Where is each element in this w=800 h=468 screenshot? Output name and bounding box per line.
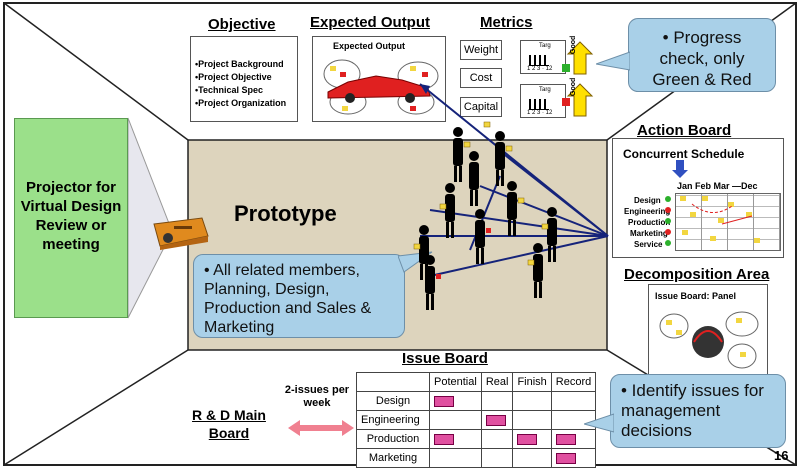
issue-card [434, 433, 454, 445]
issue-cell [480, 391, 514, 411]
table-row: Design [356, 391, 597, 411]
issue-table-header-real: Real [480, 372, 514, 392]
issue-table-header-potential: Potential [429, 372, 482, 392]
double-arrow-icon [288, 420, 354, 436]
issue-cell [480, 448, 514, 468]
issue-table-header-record: Record [550, 372, 597, 392]
objective-item: •Project Background [195, 59, 284, 69]
issue-card [555, 433, 576, 445]
schedule-row-design: Design [634, 196, 661, 205]
prototype-label: Prototype [234, 201, 337, 226]
issue-row-label: Engineering [356, 410, 430, 430]
issue-cell [512, 448, 552, 468]
members-callout-text: • All related members, Planning, Design,… [204, 262, 372, 336]
concurrent-schedule-title: Concurrent Schedule [623, 147, 745, 161]
schedule-months: Jan Feb Mar —Dec [677, 181, 758, 191]
good-arrows-icon [562, 41, 594, 117]
issue-card [485, 414, 506, 426]
table-row: Production [356, 429, 597, 449]
issue-cell [512, 391, 552, 411]
objective-box: •Project Background •Project Objective •… [190, 36, 298, 122]
objective-item: •Project Objective [195, 72, 272, 82]
issue-cell [550, 448, 597, 468]
expected-output-inner-label: Expected Output [333, 41, 406, 51]
objective-item: •Project Organization [195, 98, 287, 108]
members-callout: • All related members, Planning, Design,… [193, 254, 405, 338]
table-row: Engineering [356, 410, 597, 430]
issue-cell [429, 391, 482, 411]
schedule-row-service: Service [634, 240, 663, 249]
issue-board-table: Potential Real Finish Record Design Engi… [356, 372, 597, 468]
issue-card [517, 433, 538, 445]
issue-card [434, 395, 454, 407]
issue-cell [429, 429, 482, 449]
projector-screen [14, 118, 128, 318]
metric-chart-2: Targ 1 2 3 · 12 [520, 84, 566, 118]
progress-callout: • Progress check, only Green & Red [628, 18, 776, 92]
metric-capital-label: Capital [463, 101, 499, 113]
issue-cell [512, 429, 552, 449]
metric-weight-label: Weight [463, 44, 499, 56]
progress-callout-text: • Progress check, only Green & Red [652, 28, 752, 89]
rd-main-board-label: R & D Main Board [192, 407, 266, 441]
decomposition-area-title: Decomposition Area [624, 266, 770, 283]
metric-chart-2-bars [529, 99, 549, 110]
issue-table-corner [356, 372, 430, 392]
issue-cell [480, 429, 514, 449]
objective-item: •Technical Spec [195, 85, 264, 95]
issue-row-label: Marketing [356, 448, 430, 468]
two-issues-label: 2-issues per week [284, 384, 350, 409]
metric-weight: Weight [460, 40, 502, 60]
identify-callout-text: • Identify issues for management decisio… [621, 381, 764, 440]
issue-row-label: Design [356, 391, 430, 411]
schedule-row-engineering: Engineering [624, 207, 671, 216]
issue-board-title: Issue Board [402, 350, 488, 367]
people-silhouettes-icon [413, 121, 557, 310]
metric-cost-label: Cost [469, 72, 493, 84]
metric-chart-1: Targ 1 2 3 · 12 [520, 40, 566, 74]
issue-card [555, 452, 576, 464]
issue-cell [550, 391, 597, 411]
progress-callout-pointer [596, 51, 630, 71]
issue-table-header-row: Potential Real Finish Record [356, 372, 597, 392]
metric-capital: Capital [460, 97, 502, 117]
issue-cell [429, 410, 482, 430]
projector-icon [153, 217, 209, 250]
action-board-title: Action Board [637, 122, 732, 139]
issue-cell [429, 448, 482, 468]
metric-chart-2-targ: Targ [539, 87, 551, 93]
identify-callout-pointer [584, 413, 614, 433]
objective-title: Objective [208, 16, 276, 33]
expected-output-box: Expected Output [312, 36, 446, 122]
schedule-row-marketing: Marketing [630, 229, 668, 238]
metric-chart-2-axis: 1 2 3 · 12 [527, 110, 553, 116]
projector-label: Projector for Virtual Design Review or m… [20, 179, 122, 253]
identify-callout: • Identify issues for management decisio… [610, 374, 786, 448]
expected-output-title: Expected Output [310, 14, 431, 31]
issue-cell [480, 410, 514, 430]
metrics-title: Metrics [480, 14, 533, 31]
table-row: Marketing [356, 448, 597, 468]
issue-board-panel-title: Issue Board: Panel [655, 291, 737, 301]
metric-cost: Cost [460, 68, 502, 88]
car-illustration-icon [323, 59, 439, 115]
issue-row-label: Production [356, 429, 430, 449]
metric-chart-1-bars [529, 55, 549, 66]
metric-chart-1-targ: Targ [539, 43, 551, 49]
decomposition-illustration [659, 311, 759, 369]
schedule-markers [665, 160, 760, 246]
issue-table-header-finish: Finish [512, 372, 552, 392]
page-number: 16 [774, 448, 789, 463]
schedule-row-production: Production [628, 218, 671, 227]
issue-cell [512, 410, 552, 430]
metric-chart-1-axis: 1 2 3 · 12 [527, 66, 553, 72]
